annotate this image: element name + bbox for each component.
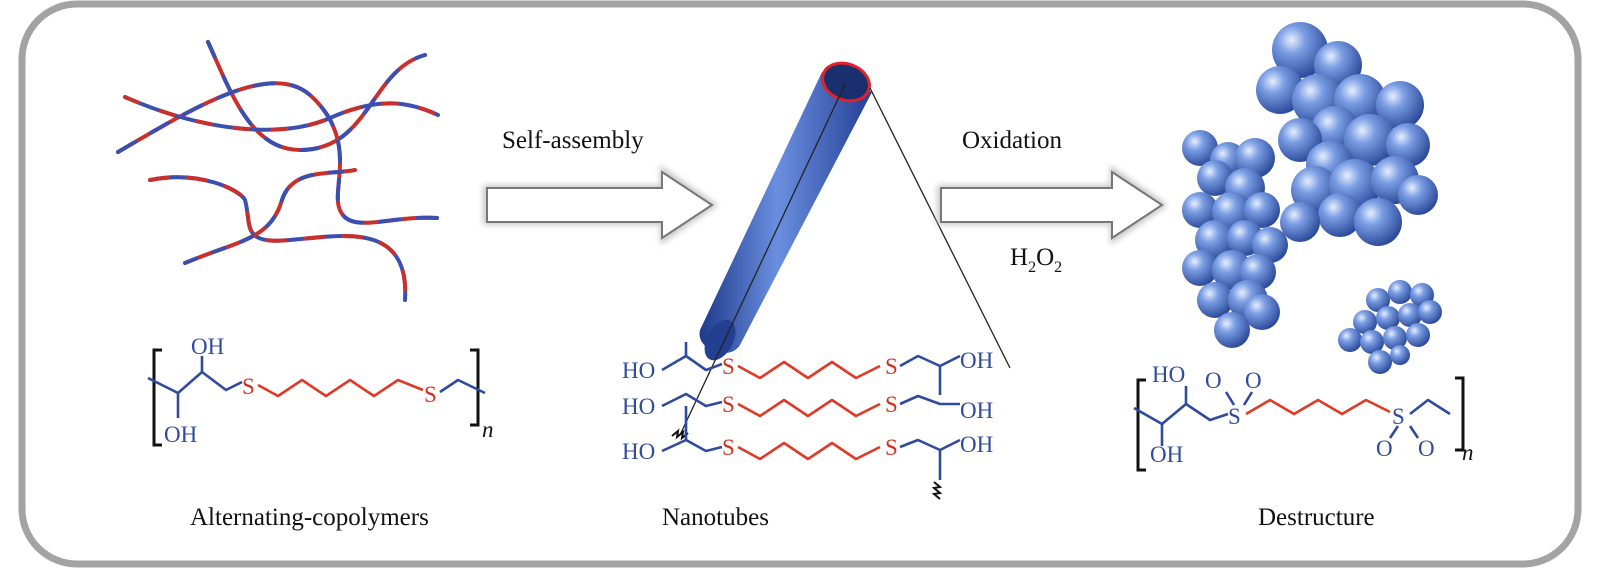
oxygen-label: O <box>1245 368 1262 393</box>
sphere <box>1383 326 1407 350</box>
sphere <box>1197 160 1233 196</box>
sulfur-label: S <box>242 374 255 399</box>
hydroxyl-label: HO <box>622 358 655 383</box>
hydroxyl-label: HO <box>1152 362 1185 387</box>
left-bracket <box>1136 378 1146 472</box>
process-arrow <box>483 165 718 245</box>
sphere <box>1406 323 1430 347</box>
polymer-chains <box>116 40 440 302</box>
hydroxyl-label: HO <box>622 439 655 464</box>
sphere <box>1376 81 1424 129</box>
right-bracket <box>470 348 480 427</box>
left-bracket <box>152 348 162 447</box>
sphere <box>1256 66 1304 114</box>
sphere <box>1353 310 1377 334</box>
repeat-n-label: n <box>1462 440 1474 465</box>
sphere <box>1388 280 1412 304</box>
repeat-n-label: n <box>482 417 494 442</box>
oxygen-label: O <box>1418 436 1435 461</box>
copolymer-structure: OH OH S S n <box>147 334 494 447</box>
hydroxyl-label: OH <box>960 432 993 457</box>
sulfur-label: S <box>1228 404 1241 429</box>
sphere <box>1214 312 1250 348</box>
sphere <box>1398 303 1422 327</box>
sphere <box>1182 130 1218 166</box>
sphere <box>1197 282 1233 318</box>
sphere <box>1390 345 1410 365</box>
sphere-aggregates <box>1182 22 1442 374</box>
sphere <box>1272 22 1328 78</box>
sphere <box>1182 192 1218 228</box>
polymer-chain <box>183 168 357 265</box>
sulfur-label: S <box>885 435 898 460</box>
sulfur-label: S <box>722 435 735 460</box>
hydroxyl-label: HO <box>622 394 655 419</box>
sphere <box>1398 175 1438 215</box>
hydroxyl-label: OH <box>164 422 197 447</box>
sphere <box>1338 328 1362 352</box>
sphere <box>1182 250 1218 286</box>
sulfur-label: S <box>885 354 898 379</box>
hydroxyl-label: OH <box>191 334 224 359</box>
oxygen-label: O <box>1376 436 1393 461</box>
sphere <box>1418 300 1442 324</box>
sphere <box>1195 220 1235 260</box>
oxygen-label: O <box>1205 368 1222 393</box>
sulfur-label: S <box>722 392 735 417</box>
arrow-label-self-assembly: Self-assembly <box>502 127 644 154</box>
sphere <box>1318 193 1362 237</box>
sphere <box>1280 202 1320 242</box>
hydroxyl-label: OH <box>960 398 993 423</box>
sphere <box>1244 294 1280 330</box>
sulfur-label: S <box>885 392 898 417</box>
nanotube <box>671 61 1011 441</box>
hydroxyl-label: OH <box>1150 442 1183 467</box>
right-bracket <box>1455 376 1465 452</box>
sphere <box>1344 114 1396 166</box>
caption-destructure: Destructure <box>1258 504 1375 531</box>
arrow-label-oxidation: Oxidation <box>962 127 1062 154</box>
sulfur-label: S <box>722 354 735 379</box>
sphere <box>1244 192 1280 228</box>
sphere <box>1376 306 1400 330</box>
polymer-chain <box>116 81 439 225</box>
sphere <box>1252 227 1288 263</box>
caption-copolymers: Alternating-copolymers <box>190 504 429 531</box>
process-arrow <box>937 165 1168 245</box>
reagent-label: H2O2 <box>1010 244 1062 276</box>
polymer-chain <box>123 95 440 132</box>
sphere <box>1368 350 1392 374</box>
sphere <box>1354 198 1402 246</box>
sphere <box>1386 123 1430 167</box>
sphere <box>1366 288 1390 312</box>
polymer-chain <box>148 175 408 302</box>
sphere <box>1360 330 1384 354</box>
nanotube-structure: HO S S OH HO S S OH HO S S OH <box>622 342 993 500</box>
hydroxyl-label: OH <box>960 348 993 373</box>
sulfur-label: S <box>424 382 437 407</box>
sulfone-structure: HO OH S O O S O O n <box>1133 362 1474 472</box>
sulfur-label: S <box>1392 404 1405 429</box>
caption-nanotubes: Nanotubes <box>662 504 769 531</box>
